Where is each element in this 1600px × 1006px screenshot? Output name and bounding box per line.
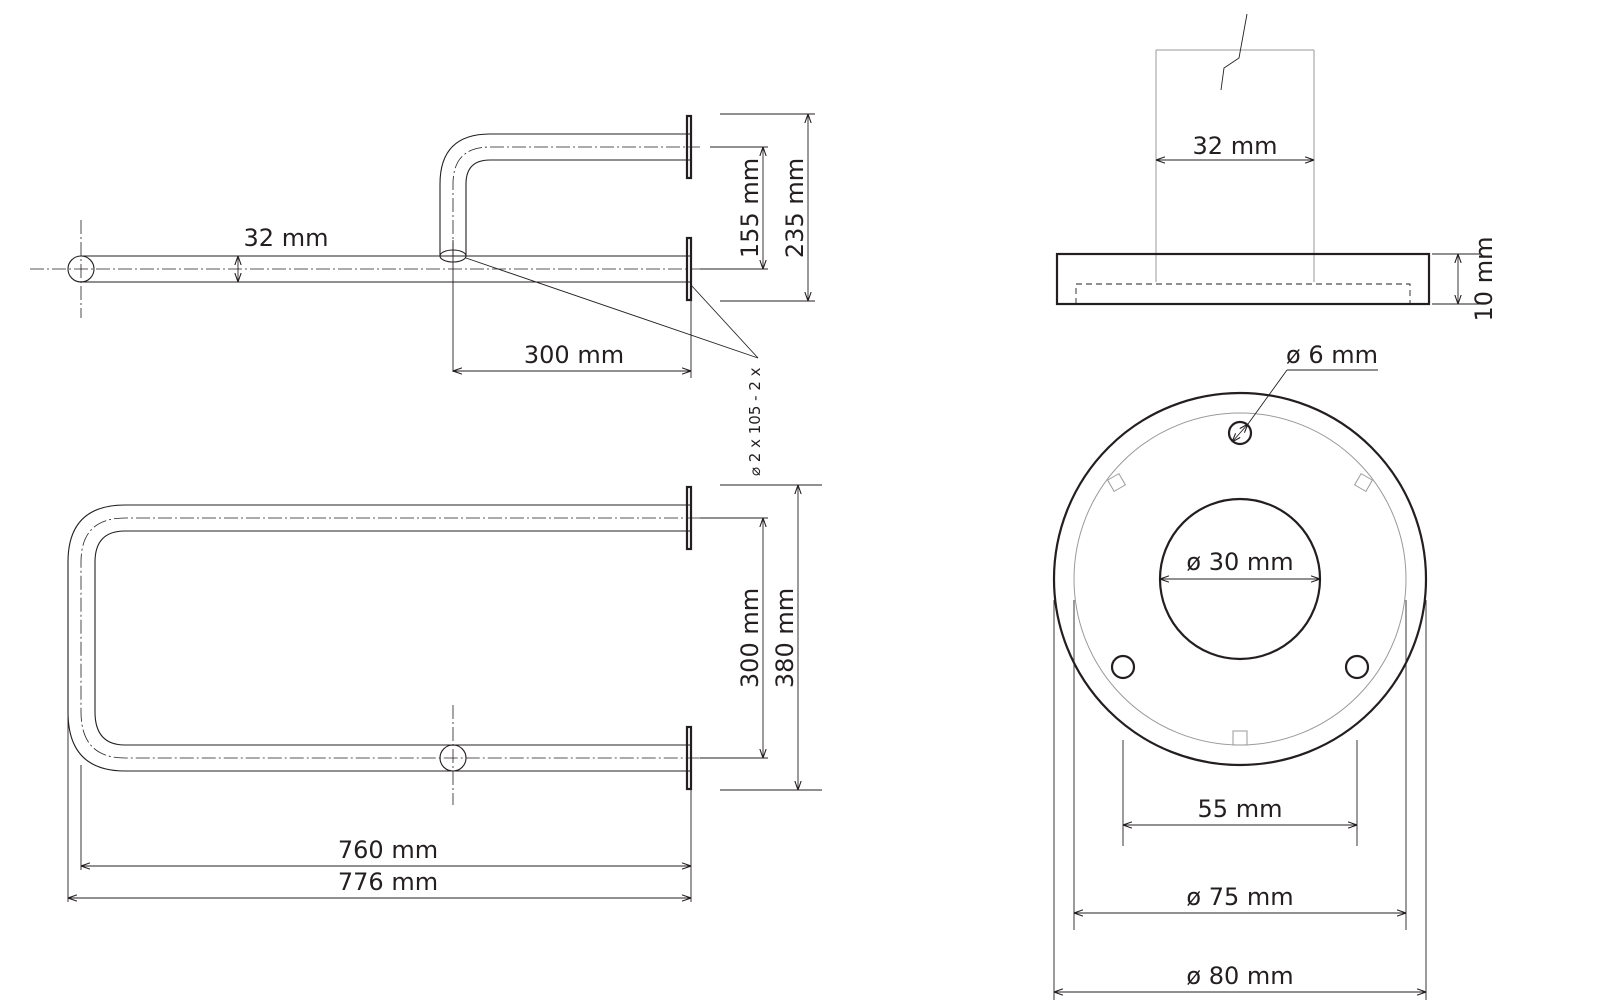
flange-front-view: ø 6 mm ø 30 mm 55 mm ø 75 mm ø 80 mm [1052,341,1428,1000]
screw-hole-right [1344,654,1370,680]
flange-tube-diameter-label: 32 mm [1193,132,1278,160]
flange-side-view: 32 mm 10 mm [1055,13,1498,322]
hole-diameter-label: ø 6 mm [1286,341,1378,369]
fixing-note: ⌀ 2 x 105 - 2 x [746,367,764,476]
screw-hole-top [1227,420,1253,446]
locator-square-right [1353,472,1374,493]
break-line [1220,13,1248,91]
leader-line-2 [690,284,759,359]
flange-outer-circle [1052,391,1428,767]
width-outer-label: 380 mm [771,588,799,688]
u-bar-inner [94,530,690,746]
side-tube-diameter-label: 32 mm [244,224,329,252]
u-bar-centerline [80,517,700,759]
upper-tube-outer [439,133,690,256]
locator-square-left [1106,472,1127,493]
length-inner-label: 760 mm [338,836,438,864]
side-view: 32 mm 300 mm 155 mm 235 mm ⌀ 2 x 105 - 2… [30,113,815,476]
u-bar-outer [67,504,690,772]
center-hole-label: ø 30 mm [1186,548,1293,576]
hole-diameter-arrow [1232,424,1248,442]
offset-length-label: 300 mm [524,341,624,369]
top-view: 300 mm 380 mm 760 mm 776 mm [67,484,822,902]
leader-line-1 [465,257,759,359]
outer-diameter-label: ø 80 mm [1186,962,1293,990]
inner-diameter-label: ø 75 mm [1186,883,1293,911]
width-inner-label: 300 mm [736,588,764,688]
upper-flange [685,114,693,180]
flange-plate [1055,252,1431,306]
top-flange-2 [685,725,693,791]
upper-tube-inner [465,159,690,256]
length-outer-label: 776 mm [338,868,438,896]
hole-spacing-label: 55 mm [1198,795,1283,823]
hole-leader [1247,369,1288,425]
thickness-label: 10 mm [1470,237,1498,322]
top-flange-1 [685,485,693,551]
lower-flange [685,236,693,302]
height-inner-label: 155 mm [736,158,764,258]
locator-square-bottom [1232,730,1248,746]
height-outer-label: 235 mm [781,158,809,258]
flange-recess [1075,283,1411,304]
screw-hole-left [1110,654,1136,680]
upper-centerline [452,146,700,256]
